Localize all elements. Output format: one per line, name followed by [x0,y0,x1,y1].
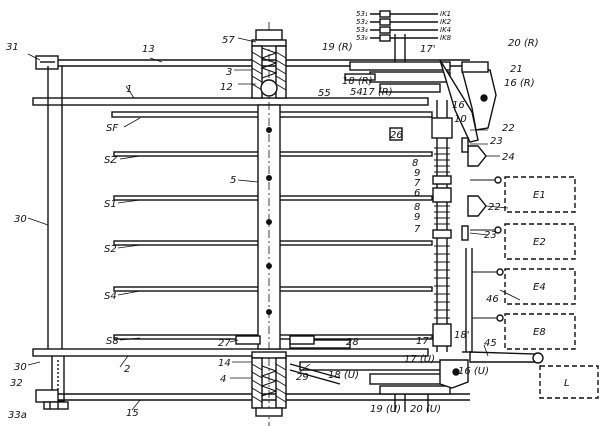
label-7-lower: 7 [414,224,421,235]
part-labels: 31 13 57 3 12 1 55 54 SF SZ S1 S2 S4 S8 … [6,10,570,421]
label-5: 5 [230,175,236,186]
label-54: 54 [350,87,363,98]
label-l: L [564,378,570,389]
label-24: 24 [502,152,515,163]
label-18-prime: 18' [454,330,469,341]
label-10: 10 [454,114,467,125]
label-20u: 20 (U) [410,404,441,415]
label-53-4: 53₄ [356,26,368,34]
label-20r: 20 (R) [508,38,539,49]
small-parts [235,127,403,345]
label-32: 32 [10,378,23,389]
label-12: 12 [220,82,233,93]
label-7-upper: 7 [414,178,421,189]
label-18u: 18 (U) [328,370,359,381]
wire-bundle-53 [370,10,438,42]
label-ik4: IK4 [440,26,451,34]
label-ik2: IK2 [440,18,452,26]
label-53-1: 53₁ [356,10,368,18]
label-16: 16 [452,100,465,111]
lever-45 [462,351,544,364]
switch-column [431,100,453,352]
label-9-upper: 9 [414,168,420,179]
label-8-lower: 8 [414,202,420,213]
rod-46 [465,248,504,352]
label-e2: E2 [533,237,546,248]
label-s1: S1 [104,199,117,210]
label-17-prime-top: 17' [420,44,435,55]
label-8-upper: 8 [412,158,418,169]
label-e1: E1 [533,190,546,201]
label-e4: E4 [533,282,546,293]
label-ik1: IK1 [440,10,451,18]
label-e8: E8 [533,327,546,338]
label-46: 46 [486,294,499,305]
label-45: 45 [484,338,497,349]
label-30-lower: 30 [14,362,27,373]
label-21: 21 [510,64,523,75]
label-2: 2 [124,364,130,375]
box-e4 [504,268,576,305]
bar-1 [32,97,429,106]
top-spring-assembly [251,29,287,99]
label-18r: 18 (R) [342,76,373,87]
label-31: 31 [6,42,19,53]
label-28: 28 [346,337,359,348]
label-sz: SZ [104,155,118,166]
label-16u: 16 (U) [458,366,489,377]
label-55: 55 [318,88,331,99]
label-53-2: 53₂ [356,18,368,26]
box-e8 [504,313,576,350]
label-ik8: IK8 [440,34,452,42]
label-57: 57 [222,35,235,46]
label-26: 26 [390,130,403,141]
label-14: 14 [218,358,231,369]
label-29: 29 [296,372,309,383]
label-19u: 19 (U) [370,404,401,415]
label-23-mid: 23 [484,230,497,241]
label-53-8: 53₈ [356,34,368,42]
label-6: 6 [414,188,420,199]
box-l [539,365,599,399]
label-sf: SF [106,123,118,134]
label-s4: S4 [104,291,117,302]
bottom-spring-assembly [251,351,287,417]
label-23-top: 23 [490,136,503,147]
lower-mechanism-u [289,339,469,412]
label-15: 15 [126,408,139,419]
label-17u: 17 (U) [404,354,435,365]
label-27: 27 [218,338,231,349]
label-s8: S8 [106,336,119,347]
output-boxes [504,176,599,399]
label-1: 1 [126,84,132,95]
label-22-mid: 22 [488,202,501,213]
side-latches [461,137,502,241]
box-e1 [504,176,576,213]
label-22-top: 22 [502,123,515,134]
bar-2 [32,348,429,357]
box-e2 [504,223,576,260]
label-16r: 16 (R) [504,78,535,89]
label-3: 3 [226,67,232,78]
label-4: 4 [220,374,226,385]
label-17-prime-bottom: 17' [416,336,431,347]
leader-lines [27,37,521,411]
label-33a: 33a [8,410,27,421]
label-s2: S2 [104,244,117,255]
label-13: 13 [142,44,155,55]
label-19r: 19 (R) [322,42,353,53]
label-17r: 17 (R) [362,87,393,98]
label-30-upper: 30 [14,214,27,225]
upper-mechanism-r [344,34,497,143]
label-9-lower: 9 [414,212,420,223]
